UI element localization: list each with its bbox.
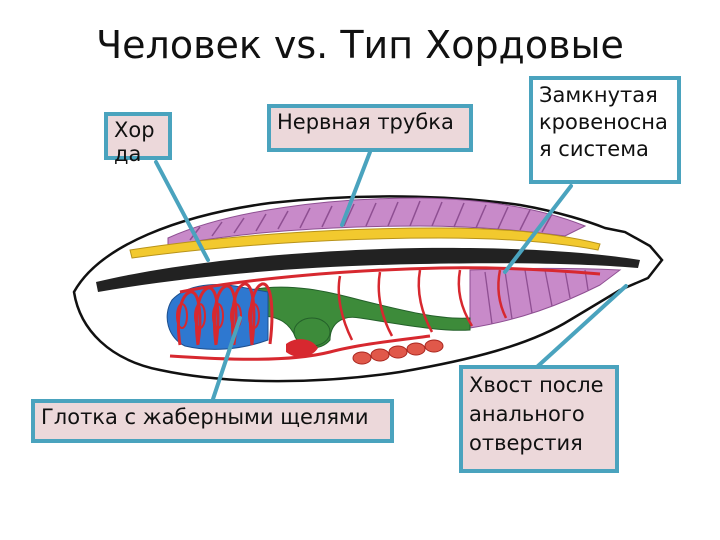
- label-neural-tube: Нервная трубка: [267, 104, 473, 152]
- myomere-lines: [189, 200, 553, 241]
- label-circulatory-system: Замкнутая кровеносная система: [529, 76, 681, 184]
- dorsal-aorta: [179, 266, 601, 294]
- pointer-lines: [154, 150, 628, 401]
- label-pharynx-gill-slits: Глотка с жаберными щелями: [31, 399, 394, 443]
- dorsal-myomeres: [167, 197, 587, 247]
- ventral-myomere-lines: [484, 269, 589, 325]
- gill-slit-ovals: [176, 303, 260, 329]
- slide-title: Человек vs. Тип Хордовые: [96, 23, 624, 67]
- notochord: [96, 247, 640, 292]
- pointer-circulatory: [503, 184, 573, 274]
- gonads: [352, 339, 444, 365]
- pointer-pharynx: [211, 316, 242, 401]
- gill-arches: [176, 282, 274, 346]
- label-post-anal-tail: Хвост после анального отверстия: [459, 365, 619, 473]
- label-chord: Хорда: [104, 112, 172, 166]
- neural-tube: [129, 227, 601, 259]
- segmental-vessels: [337, 269, 508, 341]
- ventral-vessel: [169, 334, 431, 361]
- heart-bulb: [286, 339, 318, 357]
- pointer-neural-tube: [340, 150, 372, 227]
- pointer-tail: [536, 284, 628, 368]
- pointer-chord: [154, 160, 210, 262]
